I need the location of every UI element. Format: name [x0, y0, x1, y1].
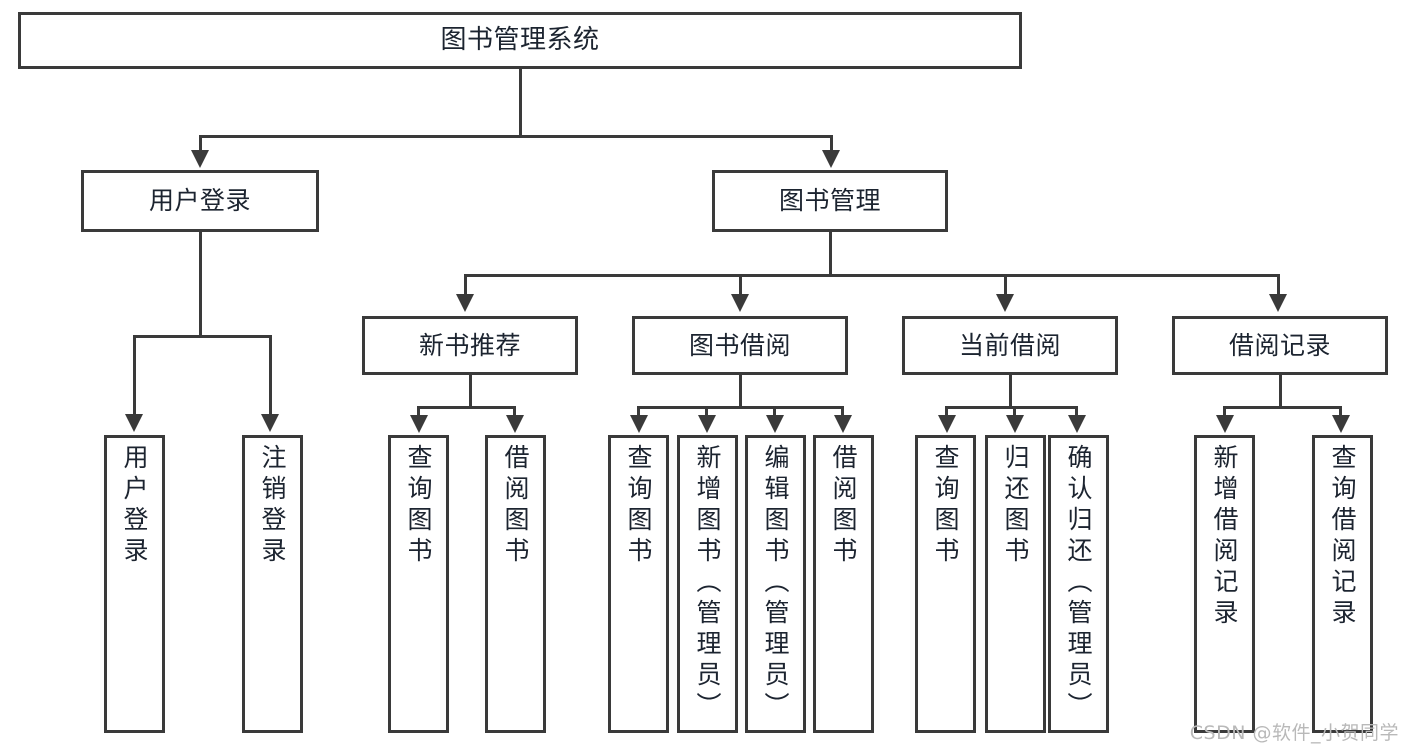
connector-nbr-bus	[417, 406, 515, 409]
connector-bm-drop-4	[1277, 274, 1280, 296]
connector-nbr-stem	[469, 375, 472, 408]
arrow-to-leaf-borrow-book-rec	[506, 415, 524, 433]
node-label: 查询图书	[624, 444, 653, 568]
node-leaf-add-book-admin[interactable]: 新增图书（管理员）	[677, 435, 738, 733]
connector-root-drop-right	[830, 135, 833, 155]
node-label: 归还图书	[1001, 444, 1030, 568]
node-leaf-query-book-borrow[interactable]: 查询图书	[608, 435, 669, 733]
node-leaf-query-borrow-record[interactable]: 查询借阅记录	[1312, 435, 1373, 733]
connector-root-drop-left	[199, 135, 202, 155]
node-leaf-borrow-book-recommend[interactable]: 借阅图书	[485, 435, 546, 733]
node-label: 新增借阅记录	[1210, 444, 1239, 630]
connector-user-login-stem	[199, 232, 202, 336]
node-label: 借阅图书	[829, 444, 858, 568]
arrow-to-leaf-query-borrow-record	[1332, 415, 1350, 433]
node-label: 新书推荐	[418, 330, 521, 360]
connector-bb-drop-3	[773, 406, 776, 418]
node-leaf-borrow-book-borrow[interactable]: 借阅图书	[813, 435, 874, 733]
node-user-login[interactable]: 用户登录	[81, 170, 319, 232]
node-book-management-system[interactable]: 图书管理系统	[18, 12, 1022, 69]
node-label: 用户登录	[120, 444, 149, 568]
connector-bb-bus	[637, 406, 843, 409]
node-leaf-add-borrow-record[interactable]: 新增借阅记录	[1194, 435, 1255, 733]
connector-bm-drop-3	[1004, 274, 1007, 296]
connector-br-bus	[1223, 406, 1342, 409]
connector-bm-drop-1	[464, 274, 467, 296]
node-label: 图书管理系统	[440, 24, 600, 55]
node-borrow-record[interactable]: 借阅记录	[1172, 316, 1388, 375]
connector-cb-drop-3	[1075, 406, 1078, 418]
arrow-to-leaf-return-book	[1006, 415, 1024, 433]
connector-user-login-bus	[133, 335, 271, 338]
node-current-borrow[interactable]: 当前借阅	[902, 316, 1118, 375]
connector-cb-stem	[1009, 375, 1012, 408]
arrow-to-leaf-query-book-brw	[630, 415, 648, 433]
arrow-to-user-login	[191, 150, 209, 168]
connector-cb-drop-1	[945, 406, 948, 418]
node-label: 用户登录	[148, 186, 251, 215]
node-leaf-user-logout[interactable]: 注销登录	[242, 435, 303, 733]
connector-nbr-drop-2	[513, 406, 516, 418]
connector-book-manage-bus	[464, 274, 1280, 277]
connector-bb-drop-1	[637, 406, 640, 418]
node-book-manage[interactable]: 图书管理	[712, 170, 948, 232]
node-label: 查询图书	[931, 444, 960, 568]
node-new-book-recommend[interactable]: 新书推荐	[362, 316, 578, 375]
arrow-to-new-book-recommend	[456, 294, 474, 312]
connector-root-bus	[199, 135, 831, 138]
connector-nbr-drop-1	[417, 406, 420, 418]
arrow-to-book-manage	[822, 150, 840, 168]
connector-br-stem	[1279, 375, 1282, 408]
connector-cb-bus	[945, 406, 1077, 409]
connector-br-drop-2	[1339, 406, 1342, 418]
connector-user-login-drop-1	[133, 335, 136, 417]
arrow-to-leaf-add-book-admin	[698, 415, 716, 433]
node-label: 注销登录	[258, 444, 287, 568]
arrow-to-leaf-borrow-book-brw	[834, 415, 852, 433]
node-label: 借阅记录	[1228, 330, 1331, 360]
node-leaf-confirm-return-admin[interactable]: 确认归还（管理员）	[1048, 435, 1109, 733]
connector-book-manage-stem	[829, 232, 832, 276]
node-leaf-return-book[interactable]: 归还图书	[985, 435, 1046, 733]
connector-root-stem	[519, 69, 522, 136]
node-label: 当前借阅	[958, 330, 1061, 360]
arrow-to-leaf-add-borrow-record	[1216, 415, 1234, 433]
node-leaf-user-login[interactable]: 用户登录	[104, 435, 165, 733]
connector-cb-drop-2	[1013, 406, 1016, 418]
node-label: 查询借阅记录	[1328, 444, 1357, 630]
connector-bb-drop-4	[841, 406, 844, 418]
arrow-to-leaf-user-logout	[261, 414, 279, 432]
node-book-borrow[interactable]: 图书借阅	[632, 316, 848, 375]
arrow-to-book-borrow	[731, 294, 749, 312]
node-label: 借阅图书	[501, 444, 530, 568]
node-label: 编辑图书（管理员）	[761, 444, 790, 723]
connector-bb-stem	[739, 375, 742, 408]
node-label: 查询图书	[404, 444, 433, 568]
node-leaf-query-book-current[interactable]: 查询图书	[915, 435, 976, 733]
connector-user-login-drop-2	[269, 335, 272, 417]
node-label: 新增图书（管理员）	[693, 444, 722, 723]
connector-bb-drop-2	[705, 406, 708, 418]
node-leaf-edit-book-admin[interactable]: 编辑图书（管理员）	[745, 435, 806, 733]
arrow-to-leaf-confirm-return-admin	[1068, 415, 1086, 433]
node-label: 图书借阅	[688, 330, 791, 360]
arrow-to-leaf-user-login	[125, 414, 143, 432]
arrow-to-leaf-query-book-cur	[938, 415, 956, 433]
arrow-to-current-borrow	[996, 294, 1014, 312]
connector-br-drop-1	[1223, 406, 1226, 418]
arrow-to-leaf-edit-book-admin	[766, 415, 784, 433]
arrow-to-borrow-record	[1269, 294, 1287, 312]
node-label: 图书管理	[778, 186, 881, 215]
connector-bm-drop-2	[739, 274, 742, 296]
node-label: 确认归还（管理员）	[1064, 444, 1093, 723]
node-leaf-query-book-recommend[interactable]: 查询图书	[388, 435, 449, 733]
arrow-to-leaf-query-book-rec	[410, 415, 428, 433]
